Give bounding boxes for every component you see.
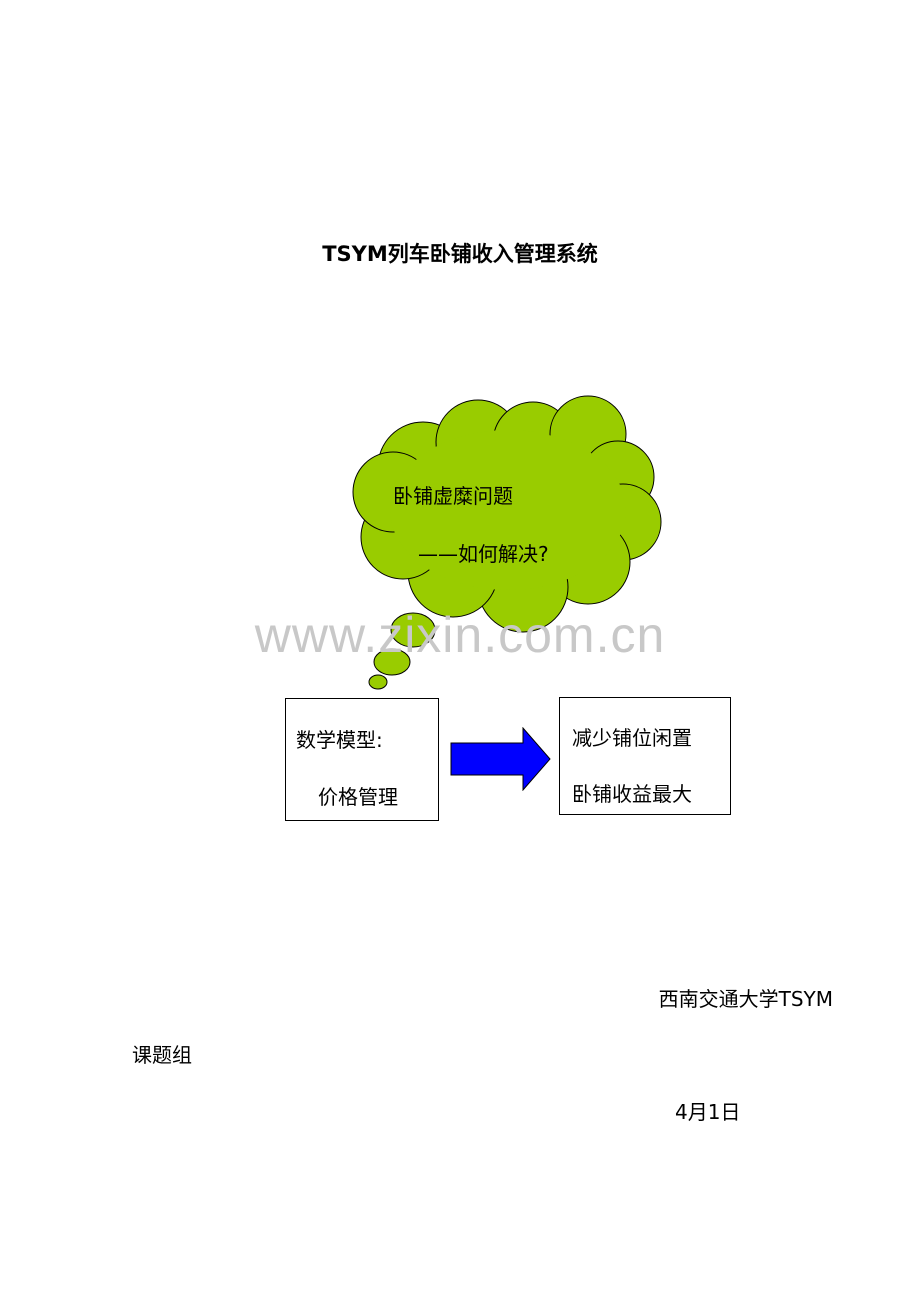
goal-box-line1: 减少铺位闲置 — [572, 726, 692, 750]
goal-box: 减少铺位闲置 卧铺收益最大 — [559, 697, 731, 815]
footer-date: 4月1日 — [675, 1100, 741, 1124]
cloud-text-problem: 卧铺虚糜问题 — [393, 484, 513, 508]
right-arrow-icon — [450, 727, 551, 791]
model-box-line1: 数学模型: — [296, 728, 383, 752]
cloud-text-question: ——如何解决? — [418, 542, 549, 566]
model-box: 数学模型: 价格管理 — [285, 698, 439, 821]
footer-organization: 西南交通大学TSYM — [658, 987, 833, 1011]
thought-cloud-icon — [352, 395, 662, 690]
watermark: www.zixin.com.cn — [254, 607, 666, 663]
model-box-line2: 价格管理 — [318, 785, 398, 809]
goal-box-line2: 卧铺收益最大 — [572, 782, 692, 806]
footer-group: 课题组 — [132, 1043, 192, 1067]
document-title: TSYM列车卧铺收入管理系统 — [322, 242, 598, 266]
